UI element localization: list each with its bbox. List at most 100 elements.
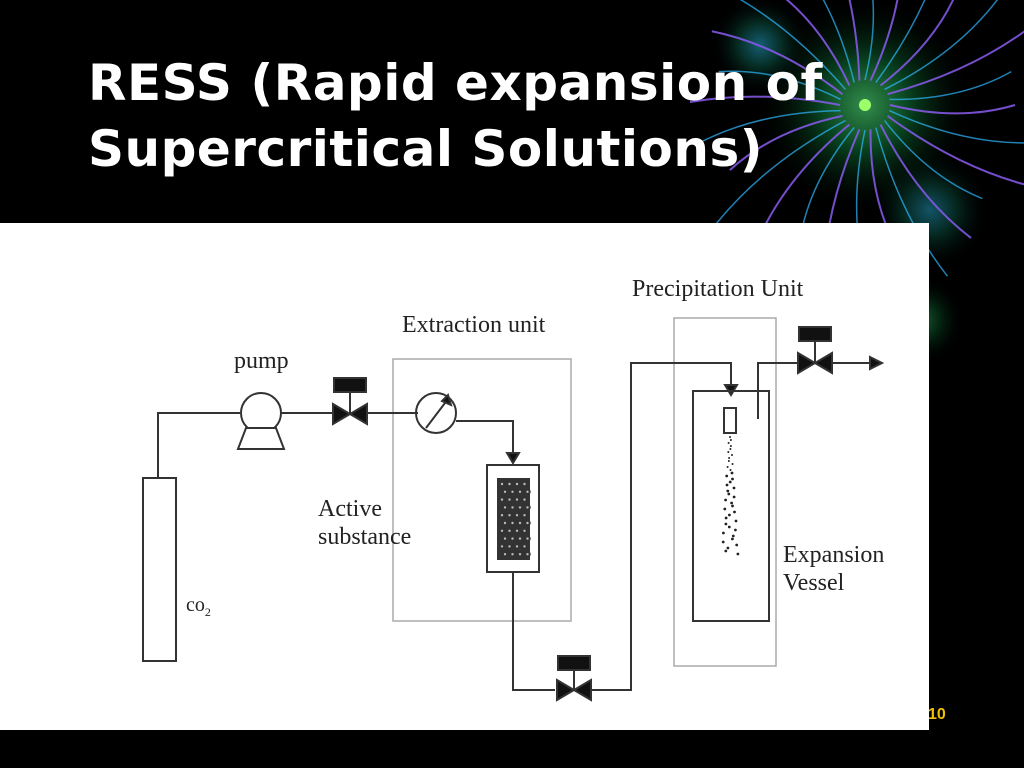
spray-particle	[726, 546, 730, 550]
spray-particle	[729, 439, 732, 441]
spray-particle	[724, 516, 728, 520]
packed-bed-dot	[524, 488, 531, 495]
label-pump: pump	[234, 348, 289, 374]
packed-bed-dot	[501, 551, 509, 558]
spray-particle	[731, 504, 734, 508]
packed-bed-dot	[501, 535, 509, 542]
packed-bed-dot	[509, 535, 516, 542]
firework-ray	[715, 119, 846, 224]
packed-bed-dot	[513, 496, 521, 503]
pipe-cylinder-to-pump	[157, 412, 240, 478]
valve-2-left	[556, 678, 576, 702]
spray-particle	[721, 540, 725, 544]
spray-particle	[729, 469, 732, 471]
spray-particle	[728, 457, 731, 459]
firework-ray	[887, 30, 1024, 96]
firework-ray	[869, 0, 899, 82]
valve-1-left	[332, 402, 352, 426]
packed-bed-dot	[521, 480, 528, 488]
ress-process-diagram: pump Extraction unit Precipitation Unit …	[0, 223, 929, 730]
spray-particle	[731, 454, 733, 456]
label-co2-subscript: 2	[204, 605, 211, 619]
firework-ray	[889, 104, 1016, 115]
firework-ray	[879, 124, 972, 239]
pipe-gauge-to-extractor	[456, 420, 514, 455]
spray-particle	[731, 537, 734, 541]
spray-particle	[723, 507, 727, 511]
firework-ray	[690, 95, 841, 106]
packed-bed-dot	[521, 512, 528, 519]
firework-ray	[875, 0, 926, 83]
packed-bed-dot	[506, 480, 513, 488]
pump-base	[236, 427, 286, 450]
valve-2-actuator	[557, 655, 591, 671]
spray-particle	[724, 522, 728, 526]
firework-ray	[889, 70, 1012, 101]
firework-ray	[864, 0, 875, 81]
firework-ray	[848, 0, 861, 81]
firework-ray	[822, 0, 855, 83]
valve-3-actuator	[798, 326, 832, 342]
packed-bed-dot	[498, 496, 506, 503]
firework-ray	[739, 0, 847, 90]
spray-particle	[725, 474, 729, 478]
page-number: 10	[928, 706, 946, 723]
gauge-needle	[425, 398, 449, 429]
slide-title-line-2: Supercritical Solutions)	[88, 120, 764, 178]
packed-bed-dot	[498, 543, 506, 550]
firework-ray	[879, 0, 955, 87]
spray-particle	[730, 501, 733, 505]
spray-particle	[727, 492, 731, 496]
packed-bed-dot	[509, 488, 516, 495]
slide-title: RESS (Rapid expansion of Supercritical S…	[88, 50, 968, 182]
spray-particle	[731, 477, 734, 481]
spray-particle	[728, 480, 732, 484]
firework-ray	[886, 115, 1024, 186]
packed-bed-dot	[501, 488, 509, 495]
spray-particle	[729, 445, 732, 447]
label-expansion-line-1: Expansion	[783, 542, 885, 568]
spray-particle	[725, 483, 729, 487]
packed-bed-dot	[498, 512, 506, 519]
spray-particle	[724, 498, 727, 502]
packed-bed-dot	[498, 527, 506, 534]
co2-cylinder	[142, 477, 177, 662]
packed-bed-dot	[516, 535, 524, 542]
spray-particle	[733, 510, 736, 514]
spray-particle	[731, 463, 734, 465]
label-active-substance: Active substance	[318, 495, 411, 551]
label-expansion-line-2: Vessel	[783, 570, 845, 596]
pipe-valve-to-nozzle	[591, 362, 732, 691]
spray-particle	[729, 436, 731, 438]
packed-bed-dot	[524, 535, 531, 542]
spray-particle	[731, 534, 735, 538]
spray-particle	[735, 543, 739, 547]
firework-ray	[711, 30, 844, 95]
precipitation-unit-box	[673, 317, 777, 667]
packed-bed-dot	[513, 527, 521, 534]
packed-bed-dot	[513, 480, 521, 488]
packed-bed-dot	[506, 496, 513, 503]
packed-bed-dot	[516, 488, 524, 495]
extraction-unit-box	[392, 358, 572, 622]
arrow-into-extractor	[505, 452, 521, 465]
spray-particle	[727, 451, 730, 453]
valve-1-right	[348, 402, 368, 426]
spray-particle	[734, 528, 737, 532]
firework-ray	[883, 120, 983, 200]
packed-bed-dot	[516, 519, 524, 527]
packed-bed-dot	[506, 512, 513, 519]
packed-bed-dot	[516, 504, 524, 511]
packed-bed-dot	[524, 504, 531, 511]
slide-title-line-1: RESS (Rapid expansion of	[88, 54, 823, 112]
spray-particle	[730, 471, 734, 475]
packed-bed-dot	[513, 543, 521, 550]
spray-particle	[728, 513, 731, 517]
valve-1-actuator	[333, 377, 367, 393]
spray-particle	[724, 549, 728, 553]
label-extraction-unit: Extraction unit	[402, 312, 546, 338]
packed-bed-dot	[501, 504, 509, 511]
packed-bed-dot	[524, 551, 531, 558]
spray-particle	[736, 552, 740, 556]
label-active-line-2: substance	[318, 524, 412, 550]
